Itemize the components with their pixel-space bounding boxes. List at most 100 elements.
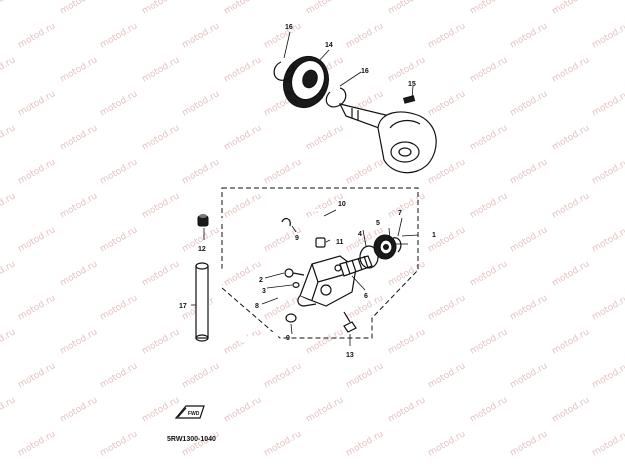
watermark-text: motod.ru — [427, 21, 468, 50]
watermark-text: motod.ru — [59, 259, 100, 288]
watermark-text: motod.ru — [181, 21, 222, 50]
watermark-text: motod.ru — [141, 327, 182, 356]
watermark-text: motod.ru — [345, 429, 386, 458]
callout-9-upper: 9 — [295, 235, 299, 242]
watermark-text: motod.ru — [17, 293, 58, 322]
watermark-text: motod.ru — [99, 21, 140, 50]
watermark-text: motod.ru — [509, 293, 550, 322]
watermark-text: motod.ru — [469, 259, 510, 288]
watermark-text: motod.ru — [509, 361, 550, 390]
watermark-text: motod.ru — [591, 361, 625, 390]
watermark-text: motod.ru — [469, 0, 510, 17]
oil-feed-hose — [213, 225, 301, 343]
watermark-text: motod.ru — [17, 157, 58, 186]
watermark-text: motod.ru — [0, 191, 17, 220]
watermark-text: motod.ru — [99, 361, 140, 390]
callout-2: 2 — [259, 277, 263, 284]
callout-5: 5 — [376, 220, 380, 227]
watermark-text: motod.ru — [305, 327, 346, 356]
watermark-text: motod.ru — [387, 55, 428, 84]
watermark-text: motod.ru — [17, 225, 58, 254]
watermark-text: motod.ru — [509, 157, 550, 186]
hose-clip-upper — [281, 217, 291, 227]
watermark-text: motod.ru — [99, 225, 140, 254]
watermark-text: motod.ru — [427, 361, 468, 390]
hose-fitting — [315, 237, 326, 248]
watermark-text: motod.ru — [387, 191, 428, 220]
watermark-text: motod.ru — [141, 191, 182, 220]
watermark-text: motod.ru — [141, 395, 182, 424]
watermark-text: motod.ru — [17, 21, 58, 50]
watermark-text: motod.ru — [591, 225, 625, 254]
diagram-code: 5RW1300-1040 — [167, 436, 216, 443]
watermark-text: motod.ru — [17, 429, 58, 458]
watermark-text: motod.ru — [591, 21, 625, 50]
watermark-text: motod.ru — [345, 361, 386, 390]
crankshaft — [338, 103, 437, 174]
watermark-text: motod.ru — [0, 55, 17, 84]
watermark-text: motod.ru — [469, 327, 510, 356]
watermark-text: motod.ru — [591, 157, 625, 186]
callout-15: 15 — [408, 81, 416, 88]
pump-washer — [292, 282, 300, 289]
callout-6: 6 — [364, 293, 368, 300]
watermark-text: motod.ru — [59, 395, 100, 424]
watermark-text: motod.ru — [551, 55, 592, 84]
watermark-text: motod.ru — [469, 55, 510, 84]
watermark-text: motod.ru — [469, 191, 510, 220]
hose-clip-lower — [285, 313, 297, 323]
watermark-text: motod.ru — [181, 89, 222, 118]
watermark-text: motod.ru — [141, 55, 182, 84]
watermark-text: motod.ru — [509, 89, 550, 118]
watermark-text: motod.ru — [427, 225, 468, 254]
callout-12: 12 — [198, 246, 206, 253]
watermark-text: motod.ru — [17, 361, 58, 390]
watermark-text: motod.ru — [141, 0, 182, 17]
watermark-text: motod.ru — [551, 191, 592, 220]
callout-7: 7 — [398, 210, 402, 217]
callout-3: 3 — [262, 288, 266, 295]
watermark-text: motod.ru — [427, 89, 468, 118]
driven-gear — [373, 234, 397, 260]
watermark-text: motod.ru — [99, 429, 140, 458]
watermark-text: motod.ru — [387, 395, 428, 424]
watermark-text: motod.ru — [141, 123, 182, 152]
watermark-text: motod.ru — [223, 0, 264, 17]
watermark-text: motod.ru — [17, 89, 58, 118]
watermark-text: motod.ru — [0, 259, 17, 288]
watermark-text: motod.ru — [305, 123, 346, 152]
key — [403, 95, 416, 104]
watermark-text: motod.ru — [509, 225, 550, 254]
watermark-text: motod.ru — [181, 361, 222, 390]
watermark-text: motod.ru — [141, 259, 182, 288]
watermark-text: motod.ru — [509, 429, 550, 458]
protector-tube — [195, 262, 209, 342]
circlip-lower — [325, 87, 347, 108]
watermark-text: motod.ru — [551, 259, 592, 288]
watermark-text: motod.ru — [591, 89, 625, 118]
watermark-text: motod.ru — [591, 293, 625, 322]
callout-10: 10 — [338, 201, 346, 208]
callout-16-upper: 16 — [285, 24, 293, 31]
pump-bolt-upper — [284, 268, 305, 278]
watermark-text: motod.ru — [551, 327, 592, 356]
watermark-text: motod.ru — [223, 55, 264, 84]
callout-4: 4 — [358, 231, 362, 238]
watermark-text: motod.ru — [591, 429, 625, 458]
watermark-text: motod.ru — [181, 429, 222, 458]
pump-bolt-lower — [343, 311, 357, 333]
watermark-text: motod.ru — [223, 395, 264, 424]
pump-shaft — [339, 255, 373, 277]
watermark-text: motod.ru — [469, 395, 510, 424]
watermark-text: motod.ru — [469, 123, 510, 152]
watermark-text: motod.ru — [99, 293, 140, 322]
callout-16-lower: 16 — [361, 68, 369, 75]
callout-14: 14 — [325, 42, 333, 49]
watermark-text: motod.ru — [59, 327, 100, 356]
assembly-boundary — [221, 187, 419, 339]
watermark-text: motod.ru — [0, 395, 17, 424]
watermark-text: motod.ru — [59, 191, 100, 220]
oil-delivery-hose — [205, 208, 329, 243]
watermark-text: motod.ru — [0, 327, 17, 356]
